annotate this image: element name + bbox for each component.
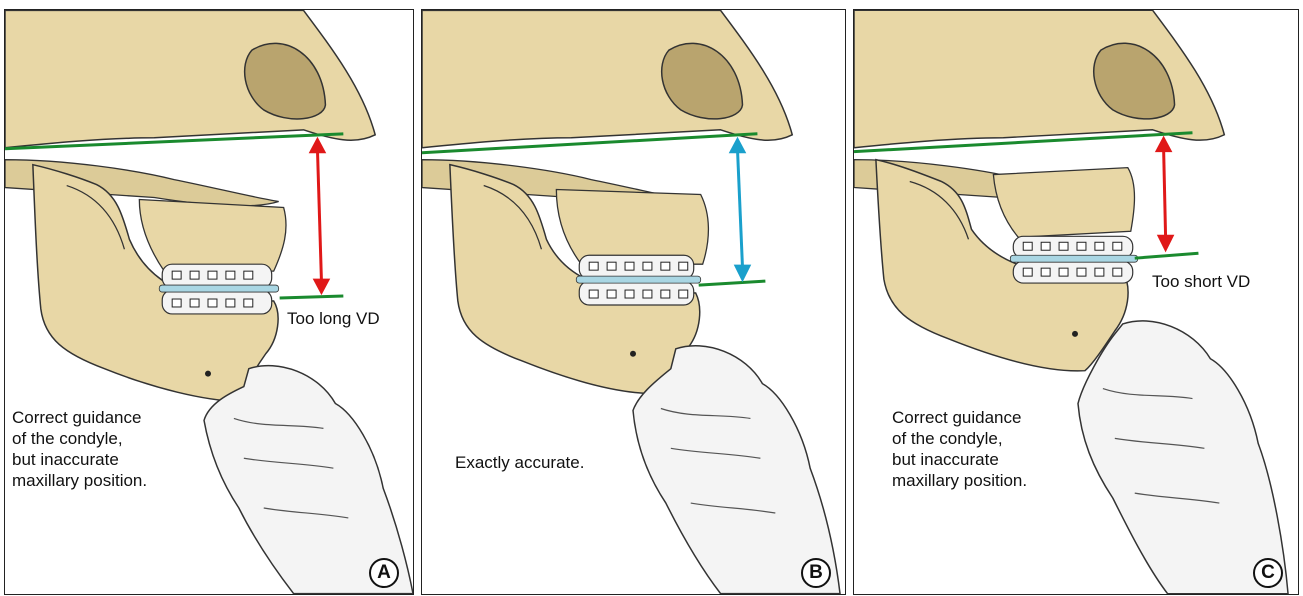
caption-line: Correct guidance: [892, 407, 1027, 428]
vertical-dimension-arrow: [730, 138, 751, 281]
archwire: [159, 285, 278, 292]
gloved-hand: [1078, 321, 1288, 594]
caption-line: Exactly accurate.: [455, 452, 584, 473]
panel-c: Too short VD Correct guidance of the con…: [853, 9, 1299, 595]
skull-illustration-a: [5, 10, 413, 594]
gloved-hand: [633, 346, 840, 594]
vertical-dimension-arrow: [310, 138, 330, 294]
measure-label: Too short VD: [1152, 272, 1250, 292]
measure-label: Too long VD: [287, 309, 380, 329]
reference-line-lower: [1135, 253, 1199, 258]
caption-line: but inaccurate: [892, 449, 1027, 470]
panel-a: Too long VD Correct guidance of the cond…: [4, 9, 414, 595]
caption: Correct guidance of the condyle, but ina…: [892, 407, 1027, 491]
caption-line: of the condyle,: [892, 428, 1027, 449]
skull-illustration-b: [422, 10, 845, 594]
caption-line: maxillary position.: [12, 470, 147, 491]
skull-illustration-c: [854, 10, 1298, 594]
caption-line: but inaccurate: [12, 449, 147, 470]
caption-line: maxillary position.: [892, 470, 1027, 491]
caption: Correct guidance of the condyle, but ina…: [12, 407, 147, 491]
archwire: [576, 276, 700, 283]
reference-line-lower: [699, 281, 766, 285]
maxilla: [993, 168, 1134, 238]
panel-badge: B: [801, 558, 831, 588]
caption-line: of the condyle,: [12, 428, 147, 449]
maxilla: [556, 190, 708, 265]
panel-badge: A: [369, 558, 399, 588]
panel-badge: C: [1253, 558, 1283, 588]
archwire: [1010, 255, 1137, 262]
mental-foramen: [1072, 331, 1078, 337]
panel-b: Exactly accurate. B: [421, 9, 846, 595]
caption-line: Correct guidance: [12, 407, 147, 428]
mental-foramen: [630, 351, 636, 357]
vertical-dimension-arrow: [1156, 137, 1174, 251]
reference-line-lower: [280, 296, 344, 298]
mental-foramen: [205, 371, 211, 377]
maxilla: [139, 200, 286, 272]
caption: Exactly accurate.: [455, 452, 584, 473]
